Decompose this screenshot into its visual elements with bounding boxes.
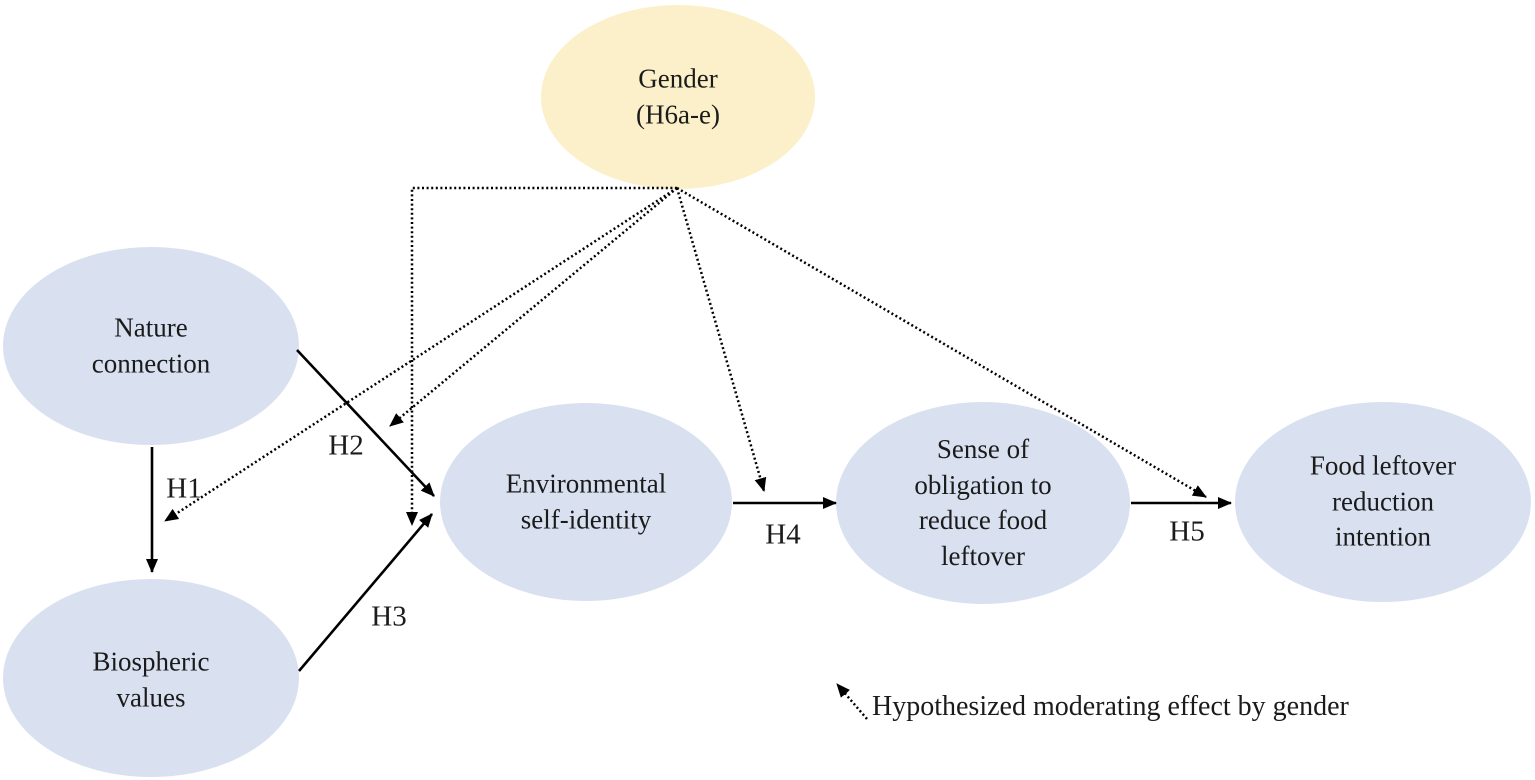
moderator-arrow-to-h2 <box>389 187 678 427</box>
moderator-arrow-to-h5 <box>676 186 1207 499</box>
moderator-arrow-to-h1 <box>164 186 678 523</box>
edge-h3-arrow <box>298 513 433 672</box>
node-ellipse-food-leftover-intention <box>1235 402 1531 602</box>
legend-dotted-arrow-icon <box>836 683 868 720</box>
node-ellipse-sense-of-obligation <box>836 402 1130 604</box>
moderator-arrows <box>164 186 1207 526</box>
node-ellipse-biospheric-values <box>3 579 299 777</box>
node-ellipse-environmental-self-identity <box>440 403 732 601</box>
node-ellipse-nature-connection <box>3 247 299 445</box>
node-ellipse-gender <box>541 5 815 189</box>
moderator-arrow-to-h4 <box>675 187 767 492</box>
moderator-arrow-to-h3 <box>406 186 677 526</box>
